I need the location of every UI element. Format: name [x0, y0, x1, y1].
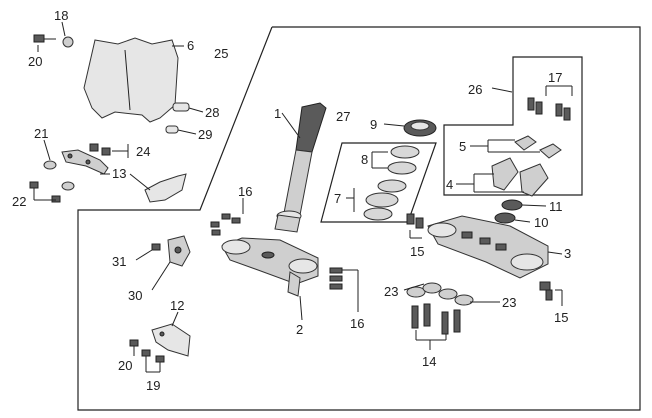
bolt-31: [151, 243, 161, 251]
callout-19: 19: [146, 378, 160, 393]
callout-23a: 23: [384, 284, 398, 299]
callout-6: 6: [187, 38, 194, 53]
bracket-30: [167, 235, 191, 267]
callout-12: 12: [170, 298, 184, 313]
bearing-8: [387, 145, 420, 175]
bolts-17: [527, 97, 571, 121]
bolt-15-left: [406, 213, 424, 229]
callout-18: 18: [54, 8, 68, 23]
callout-3: 3: [564, 246, 571, 261]
washer-10: [494, 212, 516, 224]
bolts-16-upper: [210, 213, 241, 236]
bracket-13: [144, 173, 187, 203]
callout-28: 28: [205, 105, 219, 120]
bracket-12: [151, 323, 191, 357]
callout-15a: 15: [410, 244, 424, 259]
callout-30: 30: [128, 288, 142, 303]
callout-27: 27: [336, 109, 350, 124]
callout-24: 24: [136, 144, 150, 159]
riser-4: [491, 157, 549, 197]
screw-20: [129, 339, 139, 347]
callout-4: 4: [446, 177, 453, 192]
assembly-frame-25: [77, 26, 641, 411]
callout-16b: 16: [350, 316, 364, 331]
callout-14: 14: [422, 354, 436, 369]
callout-13: 13: [112, 166, 126, 181]
callout-11: 11: [549, 199, 563, 214]
callout-31: 31: [112, 254, 126, 269]
pin-28: [172, 102, 190, 112]
callout-25: 25: [214, 46, 228, 61]
callout-5: 5: [459, 139, 466, 154]
bolt-22: [29, 181, 61, 203]
callout-20a: 20: [28, 54, 42, 69]
bearing-7: [363, 179, 407, 221]
bolts-14: [411, 303, 461, 335]
headlight-bracket: [61, 149, 109, 175]
callout-7: 7: [334, 191, 341, 206]
callout-26: 26: [468, 82, 482, 97]
callout-21: 21: [34, 126, 48, 141]
callout-23b: 23: [502, 295, 516, 310]
bolts-16-lower: [329, 267, 343, 290]
grommet-29: [165, 125, 179, 134]
nut-11: [501, 199, 523, 211]
callout-20b: 20: [118, 358, 132, 373]
clamp-5: [514, 135, 562, 159]
callout-9: 9: [370, 117, 377, 132]
callout-2: 2: [296, 322, 303, 337]
steering-nut-9: [403, 119, 437, 137]
upper-triple-clamp: [427, 215, 549, 279]
subassembly-box-26: [443, 56, 583, 196]
callout-22: 22: [12, 194, 26, 209]
callout-1: 1: [274, 106, 281, 121]
callout-10: 10: [534, 215, 548, 230]
bolt-24: [89, 143, 129, 158]
callout-17: 17: [548, 70, 562, 85]
washer-21: [43, 160, 75, 191]
callout-16a: 16: [238, 184, 252, 199]
bolt-15-right: [539, 281, 553, 301]
screw-18: [62, 36, 74, 48]
steering-stem: [274, 102, 327, 233]
screws-19: [141, 349, 165, 363]
callout-8: 8: [361, 152, 368, 167]
callout-29: 29: [198, 127, 212, 142]
clips-23: [406, 282, 474, 306]
headlight-cowl: [83, 37, 179, 123]
lower-triple-clamp: [221, 237, 319, 297]
bolt-20: [33, 34, 56, 43]
callout-15b: 15: [554, 310, 568, 325]
